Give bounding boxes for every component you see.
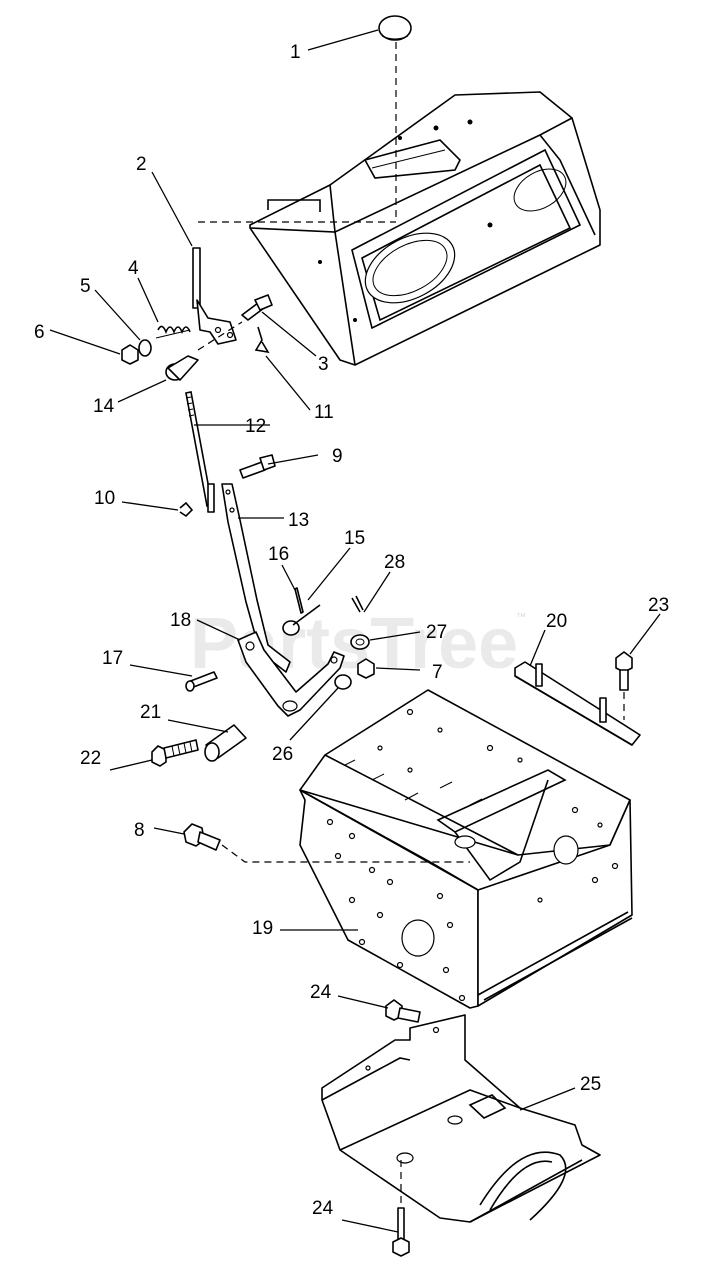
callout-8: 8: [134, 820, 145, 841]
washer-27: [350, 634, 370, 650]
callout-22: 22: [80, 748, 101, 769]
callout-labels: 1 2 3 4 5 6 7 8 9 10 11 12 13 14 15 16 1…: [34, 42, 669, 1219]
bolt-8: [183, 823, 221, 851]
callout-17: 17: [102, 648, 123, 669]
callout-28: 28: [384, 552, 405, 573]
callout-24-top: 24: [310, 982, 332, 1003]
callout-13: 13: [288, 510, 309, 531]
bolt-24-top: [385, 999, 421, 1023]
watermark-trademark: ™: [516, 612, 526, 623]
callout-7: 7: [432, 662, 443, 683]
bolt-3: [241, 294, 273, 321]
nut-7: [357, 658, 375, 679]
callout-15: 15: [344, 528, 365, 549]
washer-5: [138, 339, 152, 357]
bracket-20: [514, 661, 641, 746]
leader-lines: [49, 29, 661, 1233]
callout-6: 6: [34, 322, 45, 343]
shift-knob: [378, 15, 412, 41]
pin-16: [294, 587, 304, 614]
callout-24-bottom: 24: [312, 1198, 334, 1219]
callout-3: 3: [318, 354, 329, 375]
bolt-9: [239, 454, 276, 479]
callout-1: 1: [290, 42, 301, 63]
washer-26: [334, 674, 352, 690]
callout-12: 12: [245, 416, 266, 437]
pin-17: [185, 671, 218, 692]
callout-19: 19: [252, 918, 273, 939]
shift-lever: [192, 247, 237, 345]
bolt-24-bottom: [392, 1207, 410, 1257]
callout-2: 2: [136, 154, 147, 175]
callout-4: 4: [128, 258, 139, 279]
callout-5: 5: [80, 276, 91, 297]
callout-25: 25: [580, 1074, 601, 1095]
bolt-23: [615, 651, 633, 691]
main-frame-19: [299, 689, 633, 1009]
rod-12: [185, 391, 215, 513]
nut-6: [121, 344, 139, 365]
callout-9: 9: [332, 446, 343, 467]
callout-11: 11: [314, 402, 334, 423]
clip-10: [179, 501, 194, 518]
spring-clip-11: [254, 326, 270, 354]
link-13: [221, 483, 291, 673]
bolt-8-alignment: [221, 844, 470, 863]
callout-14: 14: [93, 396, 115, 417]
callout-16: 16: [268, 544, 289, 565]
spacer-21: [204, 724, 247, 762]
bottom-cover-25: [321, 1014, 601, 1223]
bolt-22: [151, 739, 199, 767]
cotter-pin-15: [292, 604, 321, 626]
dashboard-console: [249, 91, 601, 366]
pivot-14: [165, 355, 199, 381]
bellcrank-18: [237, 631, 345, 717]
callout-10: 10: [94, 488, 115, 509]
cotter-pin-28: [351, 595, 364, 613]
pivot-alignment-line: [197, 321, 243, 351]
spring-4: [155, 325, 191, 339]
callout-18: 18: [170, 610, 191, 631]
callout-26: 26: [272, 744, 293, 765]
callout-20: 20: [546, 611, 567, 632]
callout-21: 21: [140, 702, 161, 723]
callout-27: 27: [426, 622, 447, 643]
callout-23: 23: [648, 595, 669, 616]
